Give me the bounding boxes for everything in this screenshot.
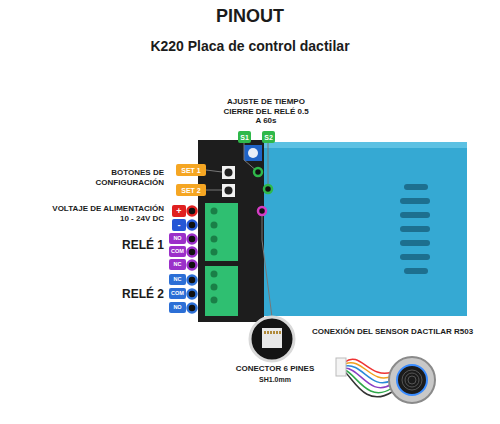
pin-tag: - [172, 219, 186, 231]
pin-tag: NO [169, 302, 186, 313]
sensor-bezel [389, 357, 435, 403]
vent-slots [400, 184, 430, 274]
pin-tag: + [172, 205, 186, 217]
enclosure-edge [262, 142, 467, 148]
pin-tag: NC [169, 274, 186, 285]
tag-text: SET 1 [181, 167, 200, 174]
pin-tag: S1 [238, 131, 251, 143]
callout-text: SH1.0mm [220, 376, 330, 384]
potentiometer-knob [248, 148, 258, 158]
pin-tag: NO [169, 233, 186, 244]
tag-text: COM [171, 291, 184, 297]
callout-text: VOLTAJE DE ALIMENTACIÓN 10 - 24V DC [44, 204, 164, 223]
pin-tag: NC [169, 259, 186, 270]
subtitle: K220 Placa de control dactilar [100, 38, 400, 55]
tag-text: COM [171, 249, 184, 255]
callout-text: CONECTOR 6 PINES [220, 364, 330, 374]
pin-tag: COM [169, 246, 186, 257]
sensor-wires [345, 359, 392, 397]
pcb [198, 140, 264, 322]
tag-text: + [176, 207, 181, 216]
pin-tag: COM [169, 288, 186, 299]
pin-tag: SET 2 [176, 184, 206, 196]
tag-text: S2 [264, 134, 273, 141]
button-cap [225, 187, 233, 195]
callout-text: BOTONES DE CONFIGURACIÓN [84, 168, 164, 187]
fingerprint-lines [402, 370, 422, 390]
terminal-block [205, 203, 238, 261]
potentiometer [244, 145, 262, 161]
connector-zoom [250, 317, 294, 361]
callout-text: CONEXIÓN DEL SENSOR DACTILAR R503 [312, 327, 498, 337]
callout-text: AJUSTE DE TIEMPO CIERRE DEL RELÉ 0.5 A 6… [223, 97, 309, 126]
page-title: PINOUT [0, 6, 500, 28]
terminal-screws [211, 208, 218, 304]
enclosure [262, 142, 467, 316]
pin-tag: SET 1 [176, 164, 206, 176]
button [222, 166, 235, 179]
button [222, 184, 235, 197]
tag-text: SET 2 [181, 187, 200, 194]
connector-pins [264, 331, 281, 334]
tag-text: NO [173, 305, 181, 311]
button-cap [225, 169, 233, 177]
group-label: RELÉ 1 [96, 238, 164, 252]
group-label: RELÉ 2 [96, 287, 164, 301]
tag-text: - [178, 221, 181, 230]
sensor-window [397, 365, 427, 395]
tag-text: NO [173, 236, 181, 242]
tag-text: NC [174, 262, 182, 268]
terminal-block [205, 266, 238, 316]
leader-lines [206, 143, 272, 317]
sensor-plug [336, 358, 346, 376]
pin-tag: S2 [262, 131, 275, 143]
connector-body [262, 328, 282, 348]
tag-text: NC [174, 277, 182, 283]
tag-text: S1 [240, 134, 249, 141]
